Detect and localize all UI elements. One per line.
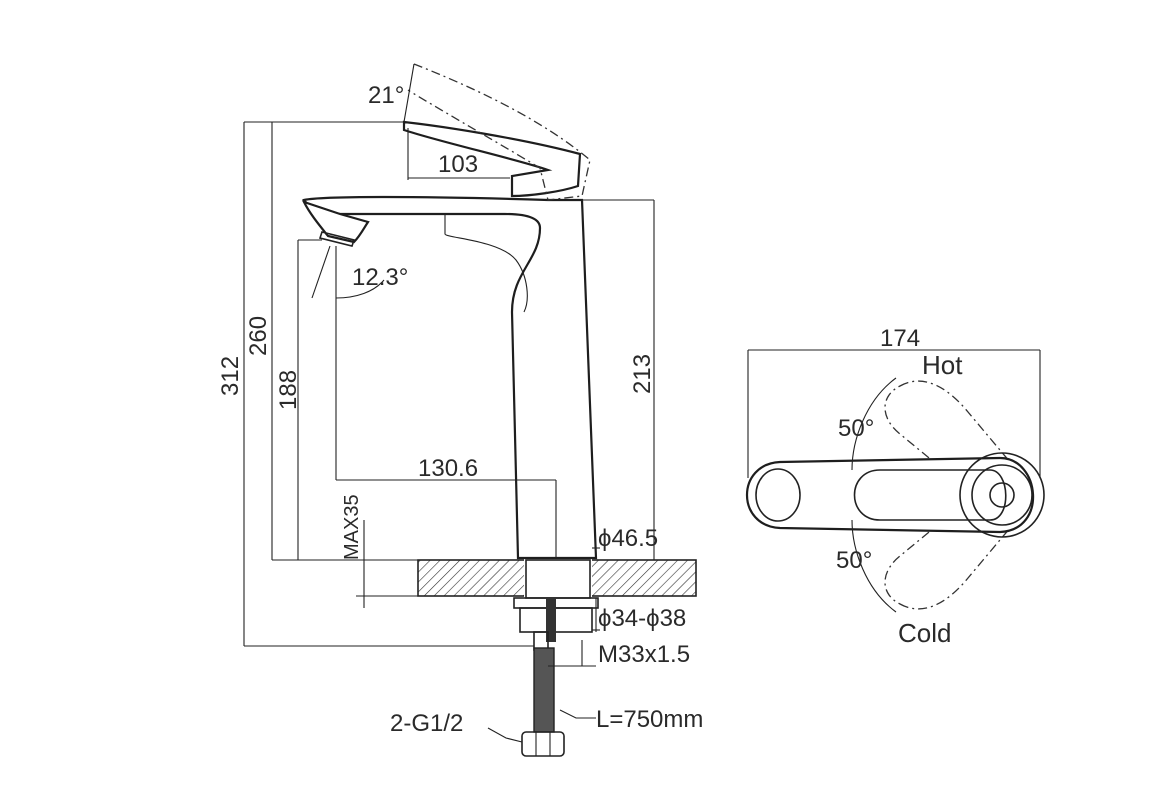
inlet-stub	[533, 631, 549, 651]
label-spout-reach: 130.6	[418, 455, 478, 482]
spout-angle-line	[311, 245, 331, 299]
label-body-height: 213	[629, 354, 656, 394]
handle-center-position	[746, 456, 1035, 534]
label-handle-length: 103	[438, 151, 478, 178]
label-height-260: 260	[245, 316, 272, 356]
label-height-188: 188	[275, 370, 302, 410]
spout-angle-arc	[335, 279, 385, 299]
label-base-diameter: ϕ46.5	[598, 525, 658, 552]
label-angle-cold: 50°	[836, 547, 872, 574]
label-handle-angle: 21°	[368, 82, 404, 109]
handle-hot-position	[884, 380, 1018, 507]
label-total-height: 312	[217, 356, 244, 396]
flex-hose	[533, 647, 555, 733]
top-view: 174 Hot 50° 50° Cold	[746, 325, 1045, 648]
countertop-hole	[524, 558, 592, 598]
leader-hose-length	[559, 709, 596, 719]
spout-inner-line	[444, 214, 528, 313]
label-angle-hot: 50°	[838, 415, 874, 442]
label-thread: M33x1.5	[598, 641, 690, 668]
body-outer-ring	[959, 452, 1045, 538]
label-hose-length: L=750mm	[596, 706, 703, 733]
cold-angle-arc	[851, 519, 897, 613]
label-hole-diameter: ϕ34-ϕ38	[598, 605, 686, 632]
leader-connector	[487, 727, 523, 743]
handle-grip-inner	[853, 469, 1007, 521]
aerator-outlet	[318, 231, 356, 247]
side-view: 21° 103 12.3° 312 260 188 130.6 213 MAX3…	[217, 63, 703, 757]
label-max-deck: MAX35	[341, 494, 363, 560]
label-cold: Cold	[898, 618, 951, 648]
handle-cold-position	[884, 483, 1018, 610]
body-cartridge	[989, 482, 1015, 508]
handle-angle-line	[403, 63, 415, 123]
lever-handle-raised	[407, 63, 591, 201]
label-top-width: 174	[880, 325, 920, 352]
threaded-rod	[546, 598, 556, 642]
body-inner-ring	[971, 464, 1033, 526]
label-hose-connector: 2-G1/2	[390, 710, 463, 737]
hose-connector-nut	[521, 731, 565, 757]
handle-grip-left	[755, 468, 801, 522]
lever-handle	[402, 120, 582, 198]
label-spout-angle: 12.3°	[352, 264, 408, 291]
label-hot: Hot	[922, 350, 963, 380]
hot-angle-arc	[851, 377, 897, 471]
